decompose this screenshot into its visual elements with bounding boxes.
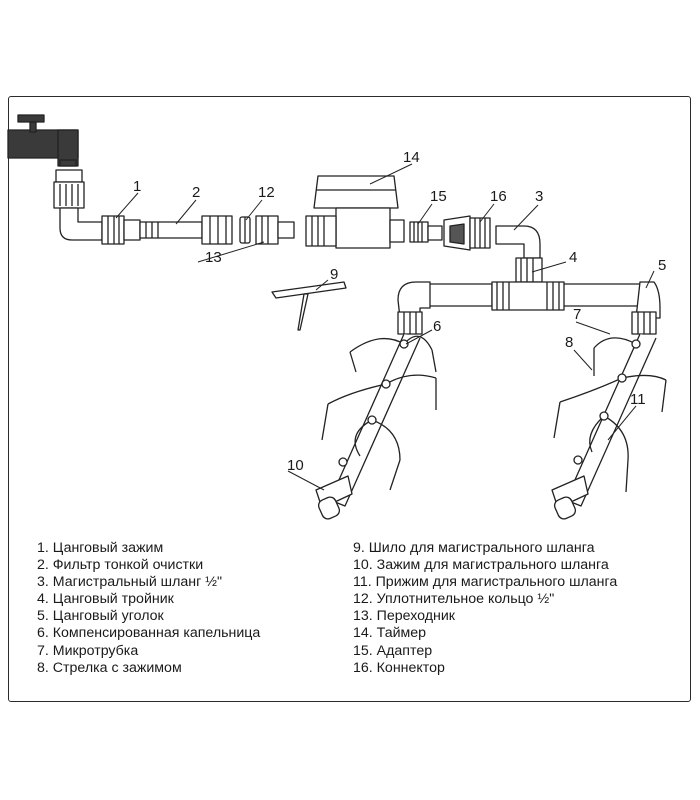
legend-item: 10. Зажим для магистрального шланга — [353, 557, 609, 574]
callout-13: 13 — [205, 249, 222, 266]
callout-5: 5 — [658, 257, 666, 274]
drip-branch-left — [315, 333, 437, 520]
callout-16: 16 — [490, 188, 507, 205]
legend-item: 12. Уплотнительное кольцо ½" — [353, 591, 555, 608]
callout-1: 1 — [133, 178, 141, 195]
callout-10: 10 — [287, 457, 304, 474]
sealing-ring — [239, 216, 251, 244]
legend-item: 16. Коннектор — [353, 659, 445, 676]
faucet-icon — [7, 114, 79, 167]
legend-item: 9. Шило для магистрального шланга — [353, 540, 595, 556]
timer-icon — [305, 175, 405, 249]
legend-item: 1. Цанговый зажим — [37, 540, 164, 556]
legend-item: 4. Цанговый тройник — [37, 591, 174, 608]
diagram-frame — [8, 96, 691, 702]
callout-2: 2 — [192, 184, 200, 201]
legend-item: 6. Компенсированная капельница — [37, 625, 261, 642]
main-hose-segment — [495, 225, 541, 259]
legend-item: 11. Прижим для магистрального шланга — [353, 574, 618, 591]
legend-item: 3. Магистральный шланг ½" — [37, 574, 223, 591]
callout-12: 12 — [258, 184, 275, 201]
legend-item: 13. Переходник — [353, 608, 455, 625]
legend-item: 7. Микротрубка — [37, 642, 139, 659]
collet-clamp — [101, 215, 141, 245]
callout-11: 11 — [630, 391, 646, 408]
legend-right: 9. Шило для магистрального шланга 10. За… — [353, 540, 617, 677]
main-line — [397, 281, 661, 335]
callout-3: 3 — [535, 188, 543, 205]
connector-icon — [443, 215, 491, 251]
callout-7: 7 — [573, 306, 581, 323]
callout-9: 9 — [330, 266, 338, 283]
callout-4: 4 — [569, 249, 577, 266]
legend-item: 5. Цанговый уголок — [37, 608, 164, 625]
callout-6: 6 — [433, 318, 441, 335]
legend-item: 15. Адаптер — [353, 642, 433, 659]
callout-14: 14 — [403, 149, 420, 166]
awl-icon — [271, 281, 347, 331]
callout-numbers: 1 2 12 13 14 15 16 3 4 5 9 6 7 8 11 10 — [133, 149, 666, 474]
callout-15: 15 — [430, 188, 447, 205]
legend-item: 2. Фильтр тонкой очистки — [37, 557, 204, 574]
legend-item: 8. Стрелка с зажимом — [37, 659, 182, 676]
fine-filter — [139, 215, 233, 245]
collet-tee — [491, 257, 565, 311]
adapter-sleeve — [255, 215, 295, 245]
legend-left: 1. Цанговый зажим 2. Фильтр тонкой очист… — [37, 540, 260, 677]
faucet-connector — [53, 169, 103, 241]
callout-leaders — [115, 163, 655, 491]
callout-8: 8 — [565, 334, 573, 351]
drip-branch-right — [551, 333, 667, 520]
legend-item: 14. Таймер — [353, 625, 427, 642]
adapter-icon — [409, 221, 443, 243]
